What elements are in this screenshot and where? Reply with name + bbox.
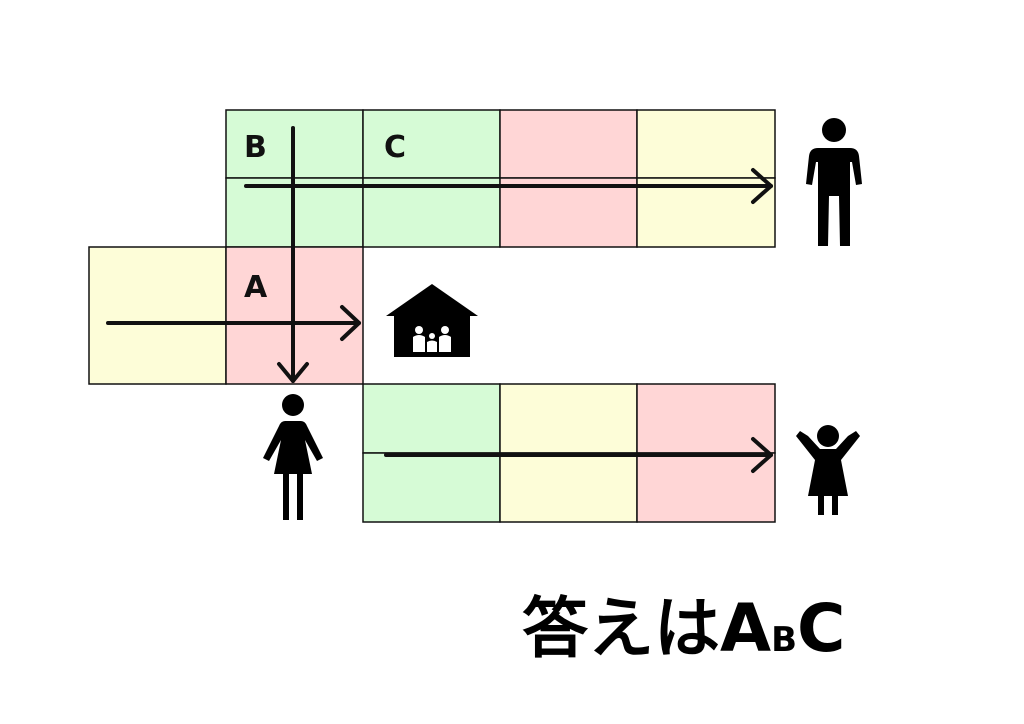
cell-mid-1	[88, 246, 227, 385]
child-icon	[796, 425, 860, 515]
cell-bot-3b	[636, 452, 776, 523]
answer-text: 答えはABC	[522, 596, 845, 662]
top-row	[225, 109, 776, 248]
cell-top-4a	[636, 109, 776, 179]
arrow-middle-row	[106, 305, 361, 341]
cell-bot-1b	[362, 452, 501, 523]
answer-prefix: 答えはA	[522, 590, 772, 667]
cell-bot-2b	[499, 452, 638, 523]
cell-top-2a	[362, 109, 501, 179]
family-house-icon	[386, 284, 478, 357]
arrow-top-row	[244, 168, 773, 204]
woman-icon	[263, 394, 323, 520]
label-b: B	[244, 130, 267, 165]
cell-top-4b	[636, 177, 776, 248]
answer-suffix: C	[797, 590, 846, 667]
label-a: A	[244, 270, 268, 305]
arrow-vertical	[277, 126, 309, 383]
middle-row	[88, 246, 364, 385]
answer-small: B	[771, 620, 798, 660]
arrow-bottom-row	[384, 437, 773, 473]
cell-top-2b	[362, 177, 501, 248]
cell-bot-2a	[499, 383, 638, 454]
man-icon	[806, 118, 862, 246]
label-c: C	[384, 130, 406, 165]
cell-top-3a	[499, 109, 638, 179]
cell-bot-1a	[362, 383, 501, 454]
cell-top-3b	[499, 177, 638, 248]
